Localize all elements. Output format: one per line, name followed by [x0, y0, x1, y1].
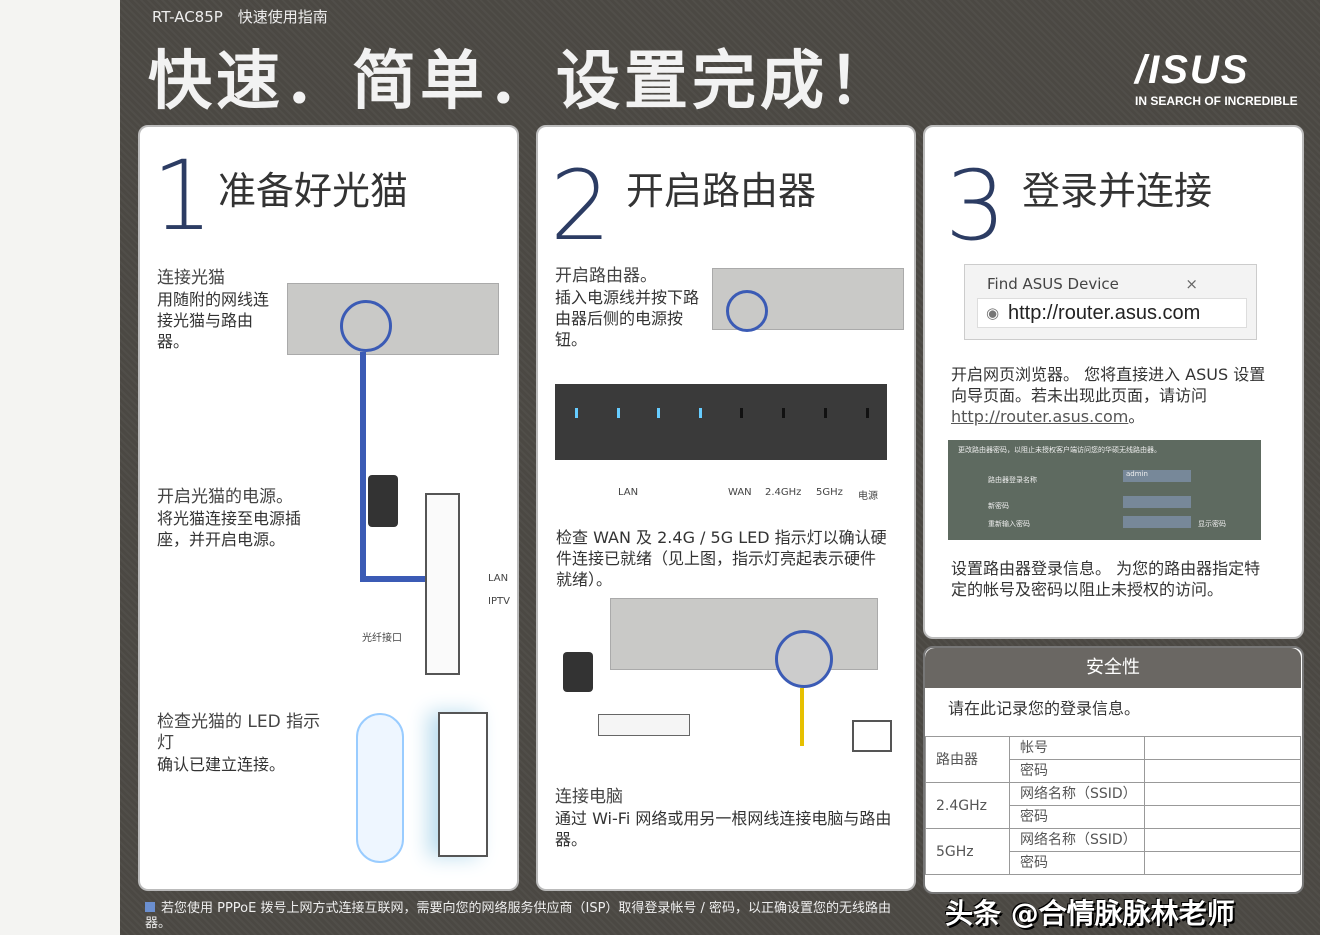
security-intro: 请在此记录您的登录信息。 — [948, 699, 1141, 718]
modem-front-image — [438, 712, 488, 857]
close-icon: × — [1185, 275, 1198, 293]
step1-title: 准备好光猫 — [218, 169, 409, 213]
field-value[interactable] — [1144, 828, 1301, 852]
form-pw2-label: 重新输入密码 — [988, 520, 1030, 528]
modem-image — [598, 714, 690, 736]
field-value[interactable] — [1144, 805, 1301, 829]
field-value[interactable] — [1144, 759, 1301, 783]
power-adapter-image — [368, 475, 398, 527]
wan-port-highlight — [775, 630, 833, 688]
address-bar: ◉ http://router.asus.com — [977, 298, 1247, 328]
modem-back-image — [287, 283, 499, 355]
laptop-image — [852, 720, 892, 752]
step3-a-text: 开启网页浏览器。 您将直接进入 ASUS 设置向导页面。若未出现此页面，请访问h… — [951, 365, 1266, 426]
info-icon — [145, 902, 155, 912]
led-label-5: 5GHz — [816, 487, 843, 498]
field-label: 网络名称（SSID） — [1009, 828, 1145, 852]
led-label-24: 2.4GHz — [765, 487, 802, 498]
led-icons-image — [356, 713, 404, 863]
form-pw-input — [1123, 496, 1191, 508]
globe-icon: ◉ — [986, 304, 1000, 322]
browser-image: Find ASUS Device × ◉ http://router.asus.… — [964, 264, 1257, 340]
row-group-router: 路由器 — [925, 736, 1010, 783]
field-value[interactable] — [1144, 736, 1301, 760]
led-label-wan: WAN — [728, 487, 752, 498]
step1-c-text: 检查光猫的 LED 指示灯确认已建立连接。 — [157, 712, 321, 774]
form-show-password: 显示密码 — [1198, 520, 1226, 528]
form-pw2-input — [1123, 516, 1191, 528]
step2-title: 开启路由器 — [626, 169, 817, 213]
field-label: 密码 — [1009, 805, 1145, 829]
form-user-label: 路由器登录名称 — [988, 476, 1037, 484]
model-title: RT-AC85P 快速使用指南 — [152, 8, 328, 26]
field-value[interactable] — [1144, 851, 1301, 875]
step2-a-text: 开启路由器。插入电源线并按下路由器后侧的电源按钮。 — [555, 266, 700, 349]
step3-title: 登录并连接 — [1022, 169, 1213, 213]
login-form-image: 更改路由器密码，以阻止未授权客户端访问您的华硕无线路由器。 路由器登录名称 ad… — [948, 440, 1261, 540]
security-title: 安全性 — [925, 648, 1301, 688]
step2-c-text: 连接电脑通过 Wi-Fi 网络或用另一根网线连接电脑与路由器。 — [555, 787, 892, 849]
power-button-highlight — [726, 290, 768, 332]
led-label-power: 电源 — [858, 491, 878, 502]
field-label: 帐号 — [1009, 736, 1145, 760]
asus-logo: /ISUS — [1135, 48, 1250, 92]
form-pw-label: 新密码 — [988, 502, 1009, 510]
row-group-24ghz: 2.4GHz — [925, 782, 1010, 829]
step3-b-text: 设置路由器登录信息。 为您的路由器指定特定的帐号及密码以阻止未授权的访问。 — [951, 559, 1261, 599]
watermark: 头条 @合情脉脉林老师 — [945, 897, 1235, 930]
field-label: 密码 — [1009, 851, 1145, 875]
step2-number: 2 — [550, 150, 612, 262]
footnote: 若您使用 PPPoE 拨号上网方式连接互联网，需要向您的网络服务供应商（ISP）… — [145, 901, 892, 931]
led-label-lan: LAN — [618, 487, 639, 498]
iptv-label: IPTV — [488, 596, 510, 607]
lan-cable — [360, 352, 366, 582]
lan-label: LAN — [488, 573, 509, 584]
modem-side-image — [425, 493, 460, 675]
step1-a-text: 连接光猫用随附的网线连接光猫与路由器。 — [157, 268, 270, 351]
adapter-image — [563, 652, 593, 692]
step2-b-text: 检查 WAN 及 2.4G / 5G LED 指示灯以确认硬件连接已就绪（见上图… — [556, 528, 887, 589]
tagline: IN SEARCH OF INCREDIBLE — [1135, 94, 1298, 108]
headline: 快速．简单．设置完成！ — [148, 45, 896, 119]
url-text: http://router.asus.com — [1008, 302, 1201, 324]
ethernet-cable — [800, 688, 804, 746]
field-label: 网络名称（SSID） — [1009, 782, 1145, 806]
step3-number: 3 — [945, 150, 1007, 262]
field-label: 密码 — [1009, 759, 1145, 783]
step1-number: 1 — [152, 140, 214, 252]
field-value[interactable] — [1144, 782, 1301, 806]
port-highlight — [340, 300, 392, 352]
step3-panel — [923, 125, 1304, 639]
router-connect-image — [610, 598, 878, 670]
router-led-panel — [555, 384, 887, 460]
form-user-input: admin — [1123, 470, 1191, 482]
form-intro: 更改路由器密码，以阻止未授权客户端访问您的华硕无线路由器。 — [958, 446, 1161, 454]
browser-tab: Find ASUS Device — [987, 275, 1119, 293]
fiber-label: 光纤接口 — [362, 633, 402, 644]
step1-b-text: 开启光猫的电源。将光猫连接至电源插座，并开启电源。 — [157, 487, 302, 549]
router-link: http://router.asus.com — [951, 407, 1129, 426]
lan-cable-h — [360, 576, 440, 582]
step2-panel — [536, 125, 916, 891]
row-group-5ghz: 5GHz — [925, 828, 1010, 875]
